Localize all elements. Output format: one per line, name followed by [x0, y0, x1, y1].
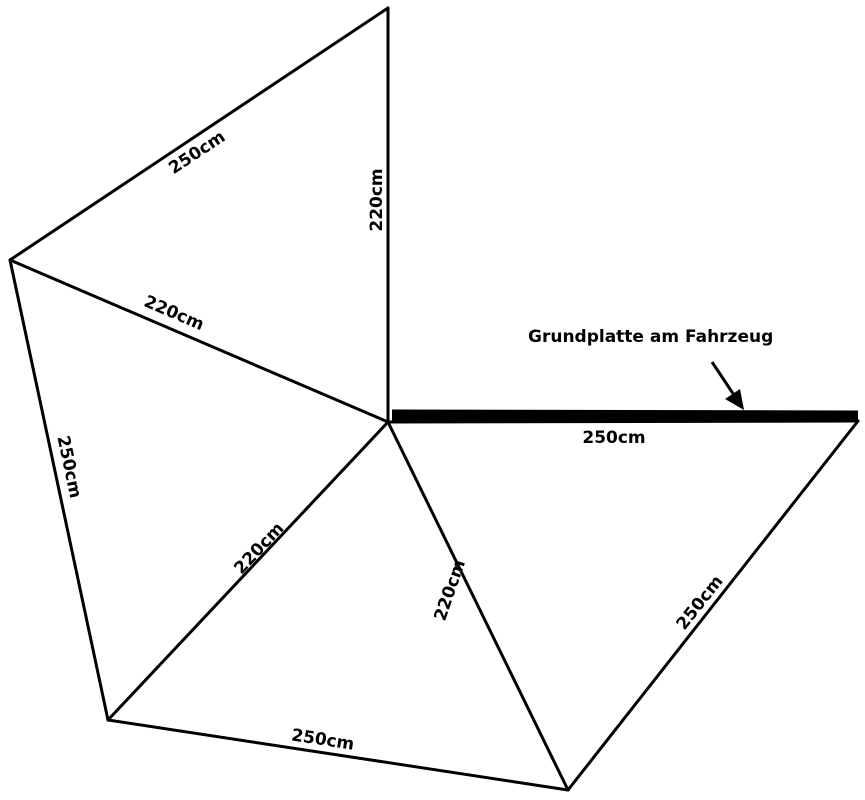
edge-lower-right-inner [386, 420, 570, 792]
edge-left-outer [8, 258, 110, 722]
base-plate-bar [391, 409, 859, 422]
edge-bottom-outer [106, 718, 570, 792]
callout-label: Grundplatte am Fahrzeug [528, 327, 773, 347]
callout-arrow [710, 361, 744, 410]
edge-upper-middle [8, 258, 390, 424]
edge-lower-left-inner [106, 420, 390, 722]
edge-right-outer [566, 419, 860, 792]
edge-top-hypotenuse [8, 6, 390, 262]
label-top-vertical: 220cm [367, 168, 387, 231]
label-base-plate: 250cm [582, 428, 645, 448]
